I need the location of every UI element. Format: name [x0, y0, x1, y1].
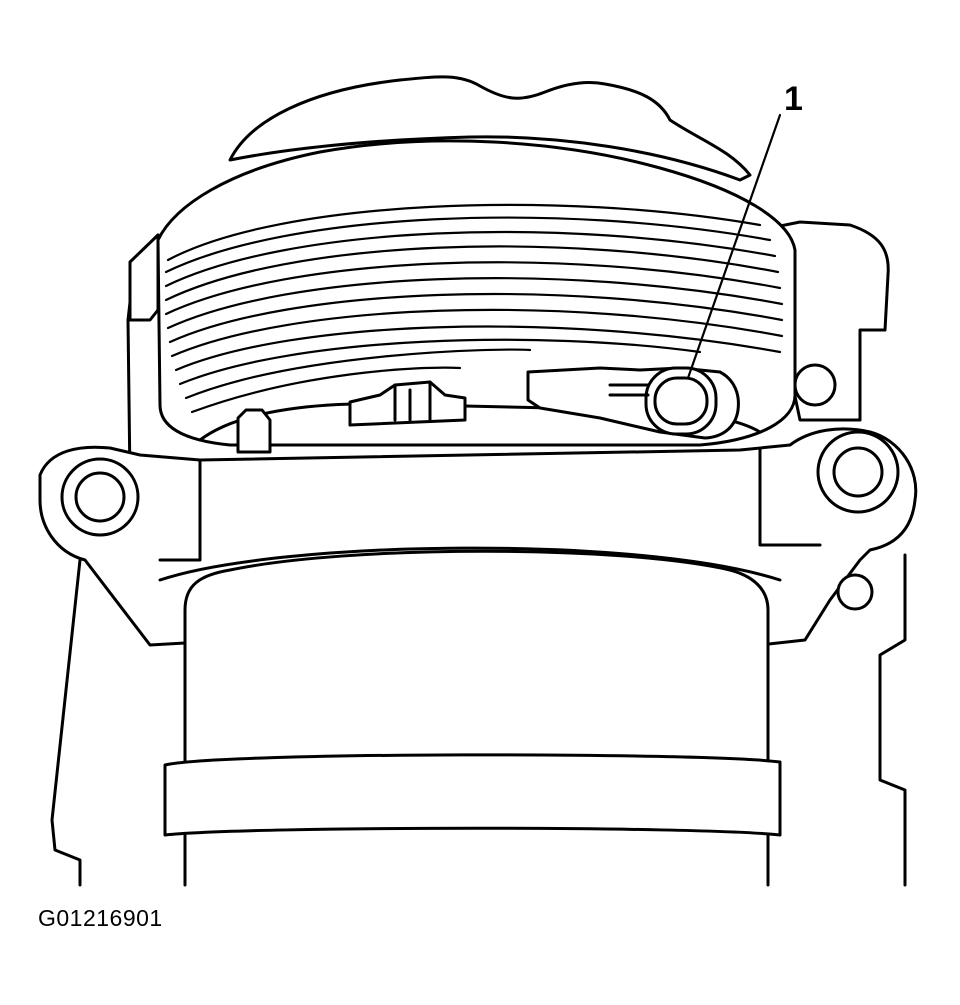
retainer-tab-center-detail: [393, 380, 432, 422]
front-cylinder: [183, 549, 770, 772]
right-mount-bolt-hole: [832, 446, 884, 498]
retainer-tab-left: [236, 408, 272, 454]
connector-pin-line: [608, 383, 650, 397]
left-upper-housing: [128, 233, 160, 322]
left-mount-bolt-hole: [74, 471, 126, 523]
front-cylinder-top-edge: [158, 546, 782, 582]
callout-number-1: 1: [784, 80, 803, 118]
lower-cylinder: [183, 833, 770, 887]
right-upper-bolt-hole: [793, 363, 837, 407]
figure-id-label: G01216901: [38, 905, 163, 931]
right-lower-bolt-hole: [836, 573, 874, 611]
clamp-band: [163, 753, 782, 837]
callout-leader-line: [686, 113, 782, 380]
flange-face-edge: [158, 448, 822, 562]
electrical-connector-socket: [653, 376, 709, 426]
clutch-front-cover: [228, 75, 752, 182]
pulley-grooves: [164, 203, 784, 414]
retainer-tab-center: [348, 380, 467, 427]
